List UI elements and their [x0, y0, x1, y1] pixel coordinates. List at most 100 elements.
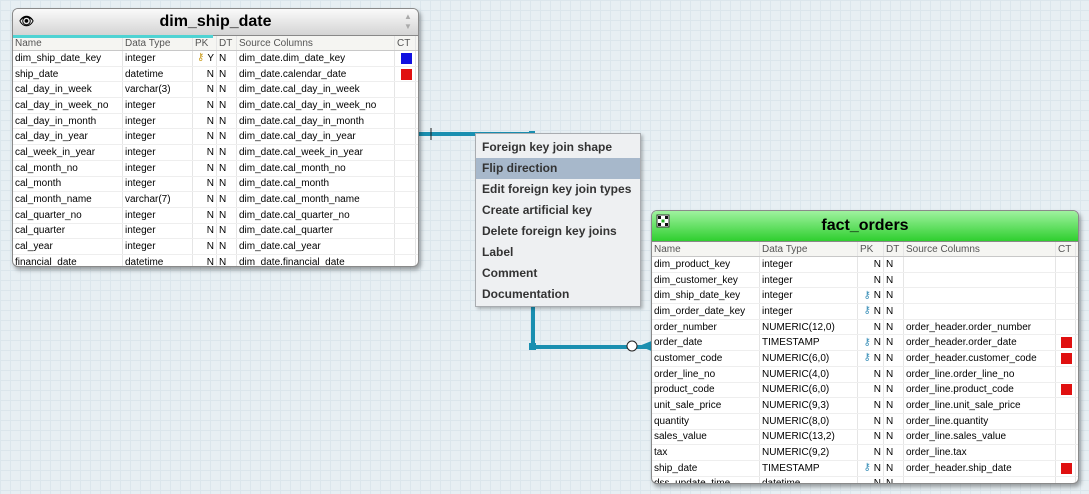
cell-dt: N [217, 192, 237, 207]
cell-pk-value: N [873, 368, 881, 380]
menu-item-create-artificial-key[interactable]: Create artificial key [482, 203, 593, 217]
cell-type: integer [123, 98, 193, 113]
column-header-source-columns[interactable]: Source Columns [904, 242, 1056, 256]
cell-type: integer [123, 160, 193, 176]
cell-src [904, 272, 1056, 288]
cell-pk: N [193, 66, 217, 82]
cell-pk: N [193, 223, 217, 239]
fact-orders-header[interactable]: fact_orders [652, 211, 1078, 242]
column-header-pk[interactable]: PK [193, 36, 217, 50]
cell-type: integer [123, 223, 193, 239]
cell-dt: N [884, 351, 904, 366]
cell-type: NUMERIC(9,3) [760, 398, 858, 413]
key-icon: ⚷ [863, 352, 871, 364]
column-header-source-columns[interactable]: Source Columns [237, 36, 395, 50]
menu-item-comment[interactable]: Comment [482, 266, 538, 280]
column-header-pk[interactable]: PK [858, 242, 884, 256]
cell-pk: N [858, 429, 884, 445]
cell-type: TIMESTAMP [760, 460, 858, 476]
dim-ship-date-header[interactable]: 👁 dim_ship_date ▲▼ [13, 9, 418, 36]
cell-type: NUMERIC(12,0) [760, 319, 858, 335]
cell-pk-value: N [873, 400, 881, 412]
cell-pk: N [858, 319, 884, 335]
cell-ct [1056, 319, 1076, 335]
cell-ct [1056, 304, 1076, 319]
cell-name: cal_quarter [13, 223, 123, 239]
menu-item-foreign-key-join-shape[interactable]: Foreign key join shape [482, 140, 613, 154]
column-header-name[interactable]: Name [13, 36, 123, 50]
cell-type: NUMERIC(6,0) [760, 382, 858, 398]
cell-type: integer [760, 257, 858, 272]
column-header-ct[interactable]: CT [1056, 242, 1076, 256]
cell-dt: N [884, 257, 904, 272]
column-header-data-type[interactable]: Data Type [760, 242, 858, 256]
column-header-data-type[interactable]: Data Type [123, 36, 193, 50]
cell-ct [1056, 460, 1076, 476]
cell-pk-value: N [873, 462, 881, 474]
menu-item-documentation[interactable]: Documentation [482, 287, 570, 301]
column-header-dt[interactable]: DT [884, 242, 904, 256]
cell-dt: N [884, 460, 904, 476]
cell-ct [1056, 351, 1076, 366]
cell-pk: N [193, 207, 217, 223]
cell-src: dim_date.cal_quarter_no [237, 207, 395, 223]
column-header-dt[interactable]: DT [217, 36, 237, 50]
cell-pk: N [193, 98, 217, 113]
cell-pk: ⚷N [858, 351, 884, 366]
eye-icon[interactable]: 👁 [19, 14, 35, 28]
cell-pk-value: N [873, 447, 881, 459]
menu-item-label[interactable]: Label [482, 245, 514, 259]
cell-ct [395, 254, 416, 266]
cell-src [904, 288, 1056, 304]
cell-ct [395, 207, 416, 223]
cell-dt: N [884, 272, 904, 288]
cell-name: order_date [652, 335, 760, 351]
cell-pk-value: N [873, 352, 881, 364]
cell-dt: N [217, 254, 237, 266]
column-header-ct[interactable]: CT [395, 36, 416, 50]
cell-dt: N [884, 398, 904, 413]
fact-table-icon [656, 214, 670, 228]
cell-pk-value: N [873, 337, 881, 349]
menu-item-flip-direction[interactable]: Flip direction [476, 158, 640, 179]
scroll-arrows-icon[interactable]: ▲▼ [404, 12, 412, 31]
cell-type: integer [123, 239, 193, 254]
cell-name: cal_day_in_year [13, 129, 123, 145]
cell-src: dim_date.cal_week_in_year [237, 145, 395, 160]
column-header-name[interactable]: Name [652, 242, 760, 256]
menu-item-delete-foreign-key-joins[interactable]: Delete foreign key joins [482, 224, 617, 238]
cell-type: datetime [123, 254, 193, 266]
menu-item-edit-foreign-key-join-types[interactable]: Edit foreign key join types [482, 182, 632, 196]
